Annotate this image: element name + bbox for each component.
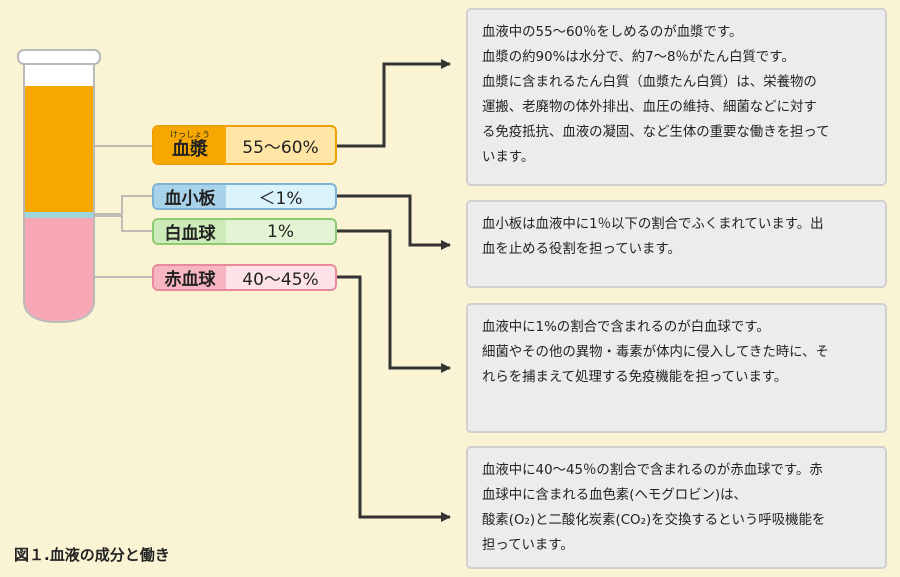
test-tube xyxy=(17,49,101,324)
leader-wbc xyxy=(94,215,152,232)
plasma-desc-line: 血液中の55〜60％をしめるのが血漿です。 xyxy=(482,25,743,40)
platelet-label: 血小板 ＜1% xyxy=(152,183,337,210)
leader-lines xyxy=(94,145,152,278)
arrow-wbc xyxy=(337,229,451,373)
plasma-name-cell: けっしょう 血漿 xyxy=(154,127,226,163)
platelet-desc-line: 血小板は血液中に1％以下の割合でふくまれています。出 xyxy=(482,217,824,232)
wbc-label: 白血球 1% xyxy=(152,218,337,245)
rbc-label: 赤血球 40〜45% xyxy=(152,264,337,291)
wbc-desc-line: れらを捕まえて処理する免疫機能を担っています。 xyxy=(482,370,788,385)
rbc-desc-line: 血球中に含まれる血色素(ヘモグロビン)は、 xyxy=(482,488,747,503)
wbc-desc-line: 血液中に1%の割合で含まれるのが白血球です。 xyxy=(482,320,770,335)
rbc-desc-line: 血液中に40〜45％の割合で含まれるのが赤血球です。赤 xyxy=(482,463,823,478)
arrow-plasma xyxy=(337,59,451,148)
wbc-desc-line: 細菌やその他の異物・毒素が体内に侵入してきた時に、そ xyxy=(482,345,829,360)
tube-plasma-layer xyxy=(25,86,93,212)
rbc-name: 赤血球 xyxy=(154,266,226,289)
wbc-percent: 1% xyxy=(267,221,294,242)
tube-rim xyxy=(17,49,101,65)
rbc-desc-line: 担っています。 xyxy=(482,538,574,553)
wbc-name: 白血球 xyxy=(154,220,226,243)
rbc-description-box: 血液中に40〜45％の割合で含まれるのが赤血球です。赤 血球中に含まれる血色素(… xyxy=(466,446,887,569)
rbc-desc-line: 酸素(O₂)と二酸化炭素(CO₂)を交換するという呼吸機能を xyxy=(482,513,826,528)
rbc-percent: 40〜45% xyxy=(242,270,319,290)
plasma-ruby: けっしょう xyxy=(170,130,210,139)
arrows xyxy=(337,59,451,522)
platelet-percent: ＜1% xyxy=(258,189,303,209)
platelet-name: 血小板 xyxy=(154,185,226,208)
plasma-desc-line: 血漿に含まれるたん白質（血漿たん白質）は、栄養物の xyxy=(482,75,817,90)
platelet-description-box: 血小板は血液中に1％以下の割合でふくまれています。出 血を止める役割を担っていま… xyxy=(466,200,887,288)
plasma-label: けっしょう 血漿 55〜60% xyxy=(152,125,337,165)
plasma-description-box: 血液中の55〜60％をしめるのが血漿です。 血漿の約90%は水分で、約7〜8％が… xyxy=(466,8,887,186)
plasma-percent: 55〜60% xyxy=(242,137,319,158)
plasma-desc-line: 血漿の約90%は水分で、約7〜8％がたん白質です。 xyxy=(482,50,795,65)
plasma-desc-line: る免疫抵抗、血液の凝固、など生体の重要な働きを担って xyxy=(482,125,830,140)
arrow-platelet xyxy=(337,194,451,250)
arrow-rbc xyxy=(337,275,451,522)
platelet-desc-line: 血を止める役割を担っています。 xyxy=(482,242,681,257)
plasma-desc-line: 運搬、老廃物の体外排出、血圧の維持、細菌などに対す xyxy=(482,100,817,115)
leader-platelet xyxy=(94,195,152,215)
plasma-desc-line: います。 xyxy=(482,150,535,165)
tube-rbc-layer xyxy=(25,218,93,321)
wbc-description-box: 血液中に1%の割合で含まれるのが白血球です。 細菌やその他の異物・毒素が体内に侵… xyxy=(466,303,887,433)
plasma-name: 血漿 xyxy=(172,139,208,160)
tube-buffy-layer xyxy=(25,212,93,218)
figure-caption: 図１.血液の成分と働き xyxy=(14,546,170,564)
